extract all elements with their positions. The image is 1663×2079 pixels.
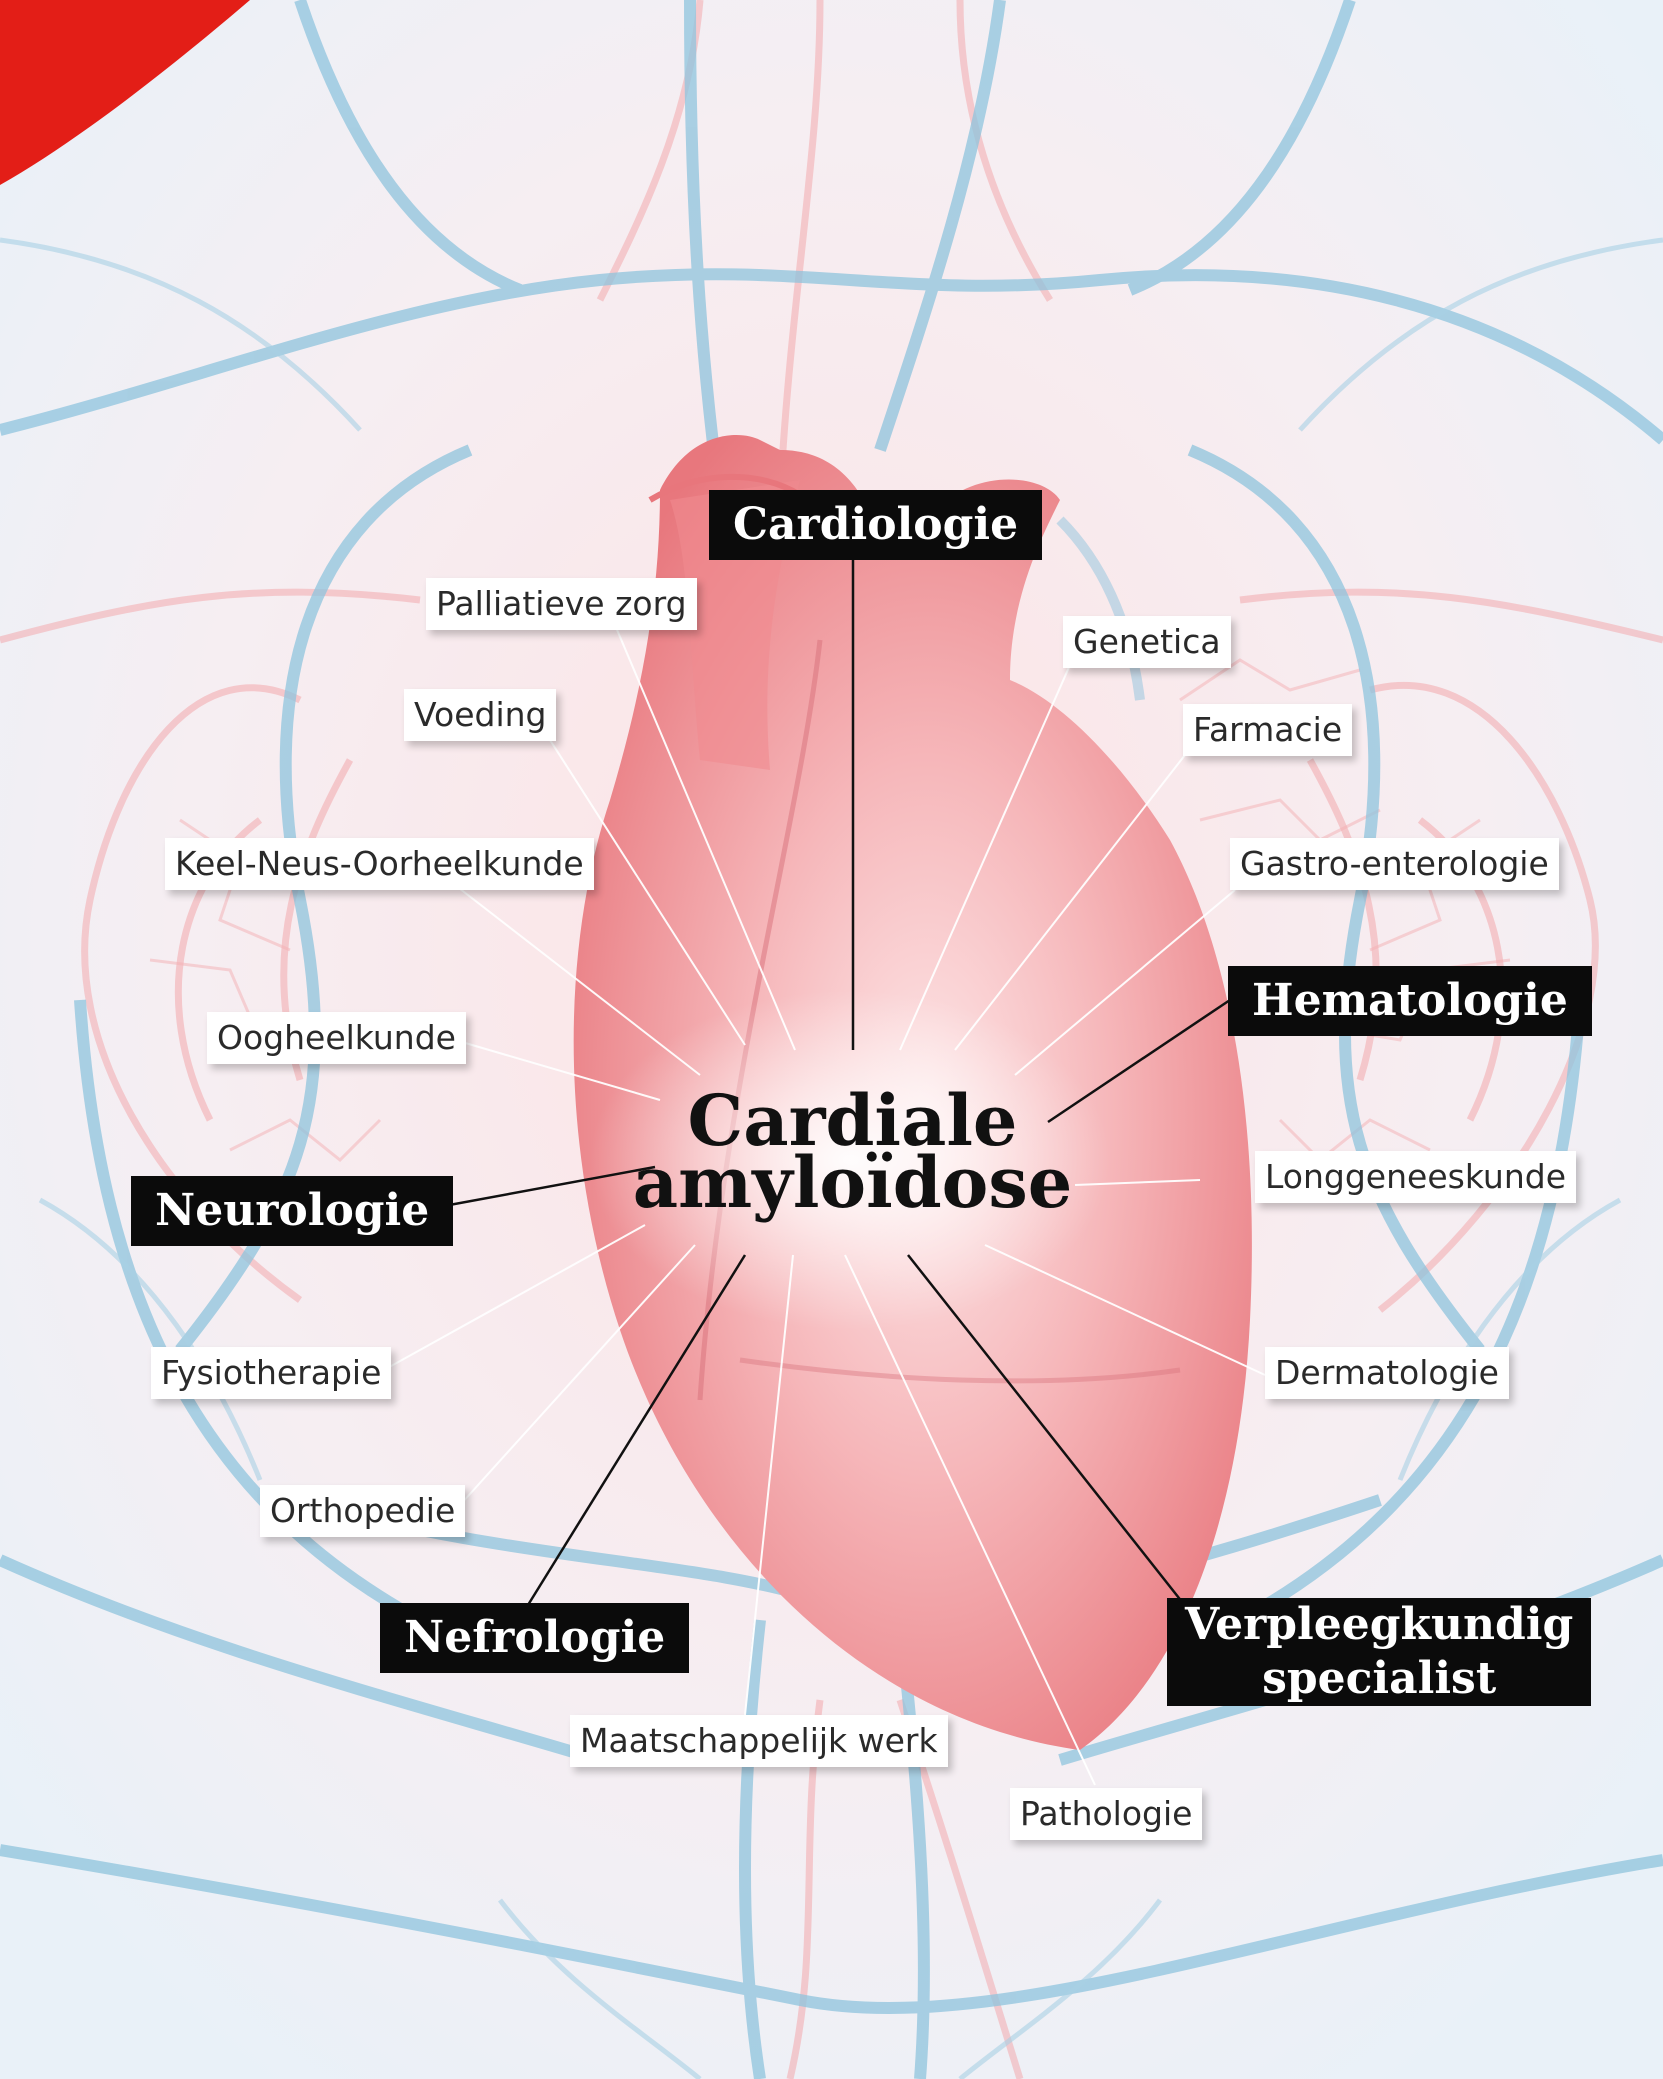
label-verpleegkundig-specialist-text: Verpleegkundig specialist	[1167, 1598, 1591, 1706]
label-nefrologie: Nefrologie	[380, 1603, 689, 1673]
label-maatschappelijk-werk: Maatschappelijk werk	[570, 1715, 948, 1767]
label-fysiotherapie: Fysiotherapie	[151, 1347, 391, 1399]
center-title: Cardiale amyloïdose	[620, 1090, 1085, 1214]
label-oogheelkunde: Oogheelkunde	[207, 1012, 466, 1064]
label-keel-neus-oorheelkunde: Keel-Neus-Oorheelkunde	[165, 838, 594, 890]
center-title-line-2: amyloïdose	[620, 1152, 1085, 1214]
label-pathologie: Pathologie	[1010, 1788, 1202, 1840]
label-hematologie: Hematologie	[1228, 966, 1592, 1036]
label-verpleegkundig-specialist: Verpleegkundig specialist	[1167, 1592, 1579, 1712]
label-genetica: Genetica	[1063, 616, 1231, 668]
label-farmacie: Farmacie	[1183, 704, 1352, 756]
label-neurologie: Neurologie	[131, 1176, 453, 1246]
label-dermatologie: Dermatologie	[1265, 1347, 1509, 1399]
label-palliatieve-zorg: Palliatieve zorg	[426, 578, 697, 630]
label-gastro-enterologie: Gastro-enterologie	[1230, 838, 1559, 890]
label-orthopedie: Orthopedie	[260, 1485, 465, 1537]
label-voeding: Voeding	[404, 689, 556, 741]
label-cardiologie: Cardiologie	[709, 490, 1042, 560]
label-longgeneeskunde: Longgeneeskunde	[1255, 1151, 1576, 1203]
